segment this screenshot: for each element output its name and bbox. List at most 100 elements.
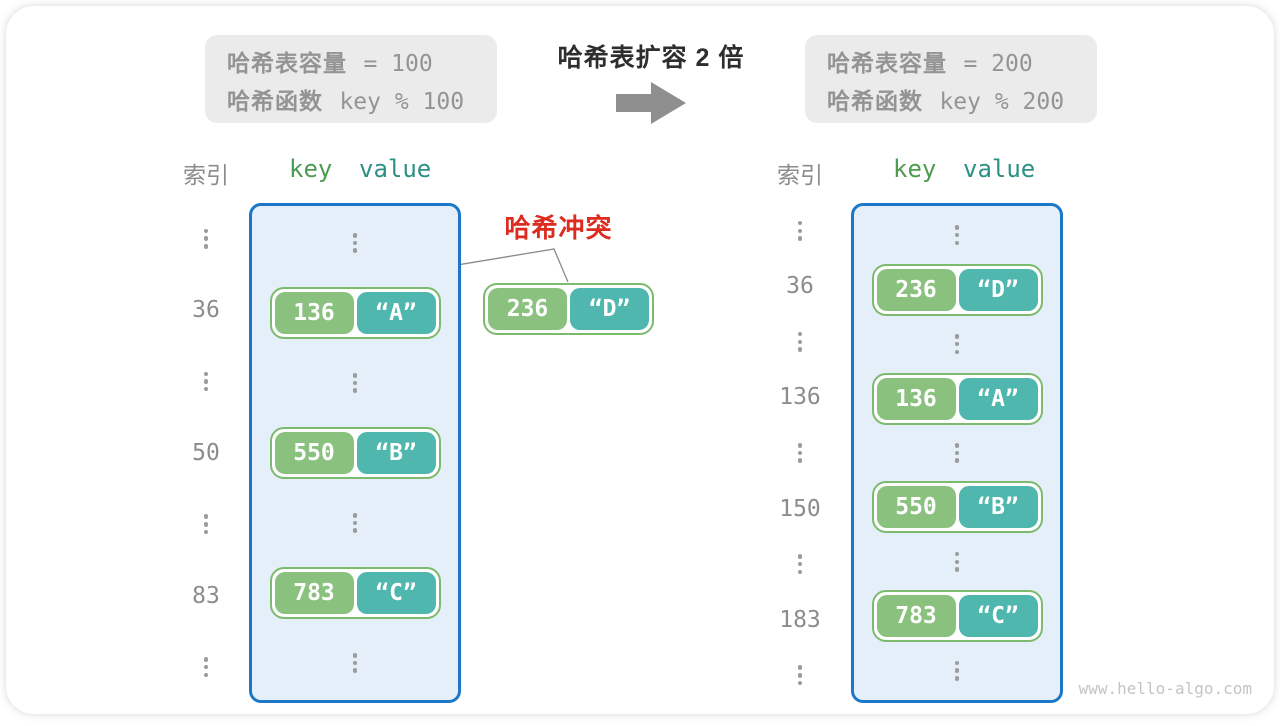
index-number: 83: [192, 582, 220, 609]
ellipsis-dots-icon: [203, 227, 209, 250]
capacity-line: 哈希表容量 = 100: [227, 44, 497, 82]
index-row: 150: [768, 481, 832, 537]
expand-arrow-icon: [616, 82, 686, 124]
ellipsis-dots-icon: [797, 553, 803, 576]
hash-function-line: 哈希函数 key % 100: [227, 82, 497, 120]
capacity-value: = 100: [363, 51, 433, 77]
capacity-label: 哈希表容量: [227, 50, 347, 76]
key-value-pair: 236“D”: [483, 283, 654, 335]
key-value-pair: 236“D”: [871, 263, 1043, 316]
bucket-row: [854, 426, 1060, 480]
pair-value: “D”: [570, 288, 649, 330]
index-column-after: 36 136 150 183: [768, 203, 832, 703]
bucket-row: 783“C”: [854, 589, 1060, 643]
index-row: 136: [768, 370, 832, 426]
bucket-row: [252, 488, 458, 558]
bucket-table-before: 136“A” 550“B” 783“C”: [249, 203, 461, 703]
expansion-title: 哈希表扩容 2 倍: [557, 44, 745, 72]
ellipsis-dots-icon: [203, 656, 209, 679]
bucket-table-after: 236“D” 136“A” 550“B” 783“C”: [851, 203, 1063, 703]
ellipsis-dots-icon: [954, 659, 960, 682]
capacity-box-before: 哈希表容量 = 100 哈希函数 key % 100: [205, 35, 497, 123]
bucket-row: [854, 317, 1060, 371]
index-column-before: 36 50 83: [174, 203, 238, 703]
index-number: 150: [779, 495, 821, 522]
index-row: [768, 648, 832, 704]
key-value-pair: 783“C”: [269, 567, 441, 619]
pair-key: 136: [876, 377, 956, 420]
index-row: [768, 203, 832, 259]
index-row: 36: [768, 259, 832, 315]
index-number: 50: [192, 439, 220, 466]
index-row: [174, 489, 238, 560]
index-number: 183: [779, 606, 821, 633]
capacity-label: 哈希表容量: [827, 50, 947, 76]
pair-value: “D”: [958, 268, 1038, 311]
pair-key: 550: [274, 432, 354, 474]
bucket-row: [854, 208, 1060, 262]
hash-function-label: 哈希函数: [827, 88, 923, 114]
bucket-row: [252, 208, 458, 278]
key-value-pair: 136“A”: [871, 372, 1043, 425]
ellipsis-dots-icon: [797, 664, 803, 687]
index-row: [174, 632, 238, 703]
index-number: 36: [786, 273, 814, 300]
ellipsis-dots-icon: [797, 219, 803, 242]
index-header-right: 索引: [777, 162, 823, 188]
index-number: 36: [192, 297, 220, 324]
ellipsis-dots-icon: [797, 330, 803, 353]
pair-value: “C”: [958, 595, 1038, 638]
key-value-pair: 550“B”: [871, 481, 1043, 534]
index-row: 36: [174, 274, 238, 345]
diagram-canvas: 哈希表容量 = 100 哈希函数 key % 100 哈希表扩容 2 倍 哈希表…: [6, 6, 1274, 714]
ellipsis-dots-icon: [352, 371, 358, 394]
ellipsis-dots-icon: [954, 441, 960, 464]
ellipsis-dots-icon: [352, 231, 358, 254]
bucket-row: [854, 535, 1060, 589]
index-row: [174, 346, 238, 417]
hash-table-before: 36 50 83 136“A” 550“B” 783“C”: [174, 203, 464, 703]
ellipsis-dots-icon: [203, 370, 209, 393]
hash-function-value: key % 100: [339, 89, 465, 115]
bucket-row: 550“B”: [854, 480, 1060, 534]
bucket-row: [252, 348, 458, 418]
bucket-row: [252, 628, 458, 698]
ellipsis-dots-icon: [954, 224, 960, 247]
value-header-left: value: [359, 155, 432, 183]
key-header-left: key: [289, 155, 333, 183]
capacity-line: 哈希表容量 = 200: [827, 44, 1097, 82]
collision-pair-slot: 236“D”: [483, 283, 654, 335]
ellipsis-dots-icon: [797, 442, 803, 465]
key-header-right: key: [893, 155, 937, 183]
bucket-row: 550“B”: [252, 418, 458, 488]
pair-value: “B”: [356, 432, 436, 474]
hash-function-label: 哈希函数: [227, 88, 323, 114]
watermark: www.hello-algo.com: [1078, 679, 1252, 698]
pair-key: 783: [274, 572, 354, 614]
index-row: 183: [768, 592, 832, 648]
value-header-right: value: [963, 155, 1036, 183]
index-row: 50: [174, 417, 238, 488]
pair-key: 783: [876, 595, 956, 638]
ellipsis-dots-icon: [203, 513, 209, 536]
ellipsis-dots-icon: [352, 651, 358, 674]
index-number: 136: [779, 384, 821, 411]
bucket-row: 136“A”: [854, 371, 1060, 425]
bucket-row: 236“D”: [854, 262, 1060, 316]
capacity-value: = 200: [963, 51, 1033, 77]
key-value-pair: 783“C”: [871, 590, 1043, 643]
hash-function-line: 哈希函数 key % 200: [827, 82, 1097, 120]
bucket-row: 136“A”: [252, 278, 458, 348]
ellipsis-dots-icon: [954, 550, 960, 573]
pair-key: 236: [876, 268, 956, 311]
index-header-left: 索引: [183, 162, 229, 188]
bucket-row: 783“C”: [252, 558, 458, 628]
pair-value: “A”: [958, 377, 1038, 420]
bucket-row: [854, 644, 1060, 698]
collision-label: 哈希冲突: [504, 213, 613, 243]
pair-key: 236: [488, 288, 567, 330]
ellipsis-dots-icon: [954, 333, 960, 356]
index-row: [174, 203, 238, 274]
pair-key: 136: [274, 292, 354, 334]
